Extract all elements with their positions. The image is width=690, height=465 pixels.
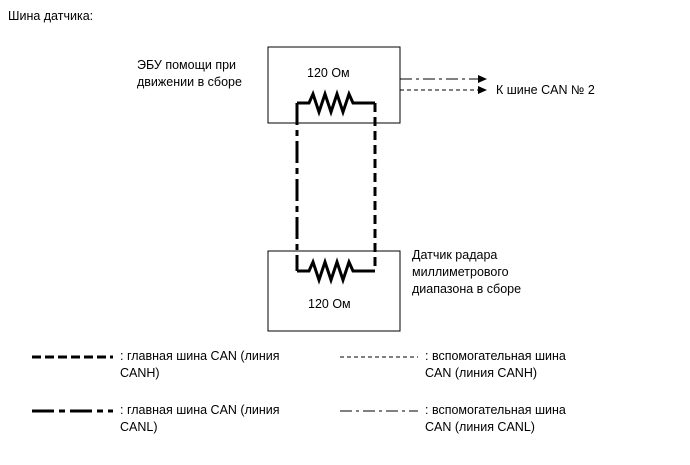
sensor-label: Датчик радара миллиметрового диапазона в… [412, 248, 522, 296]
sensor-resistor-label: 120 Ом [308, 297, 351, 311]
legend-aux-canl: : вспомогательная шина CAN (линия CANL) [425, 403, 566, 434]
diagram-title: Шина датчика: [8, 9, 94, 23]
sensor-box [267, 250, 401, 332]
legend-aux-canh: : вспомогательная шина CAN (линия CANH) [425, 349, 566, 380]
ecu-resistor-icon [297, 89, 375, 117]
legend-main-canh: : главная шина CAN (линия CANH) [120, 349, 280, 380]
ecu-label: ЭБУ помощи при движении в сборе [137, 58, 242, 89]
can2-label: К шине CAN № 2 [496, 83, 595, 97]
arrow-right-icon [478, 86, 487, 94]
ecu-box [267, 46, 401, 124]
legend-main-canl: : главная шина CAN (линия CANL) [120, 403, 280, 434]
sensor-resistor-icon [297, 257, 375, 285]
arrow-right-icon [478, 75, 487, 83]
ecu-resistor-label: 120 Ом [307, 66, 350, 80]
